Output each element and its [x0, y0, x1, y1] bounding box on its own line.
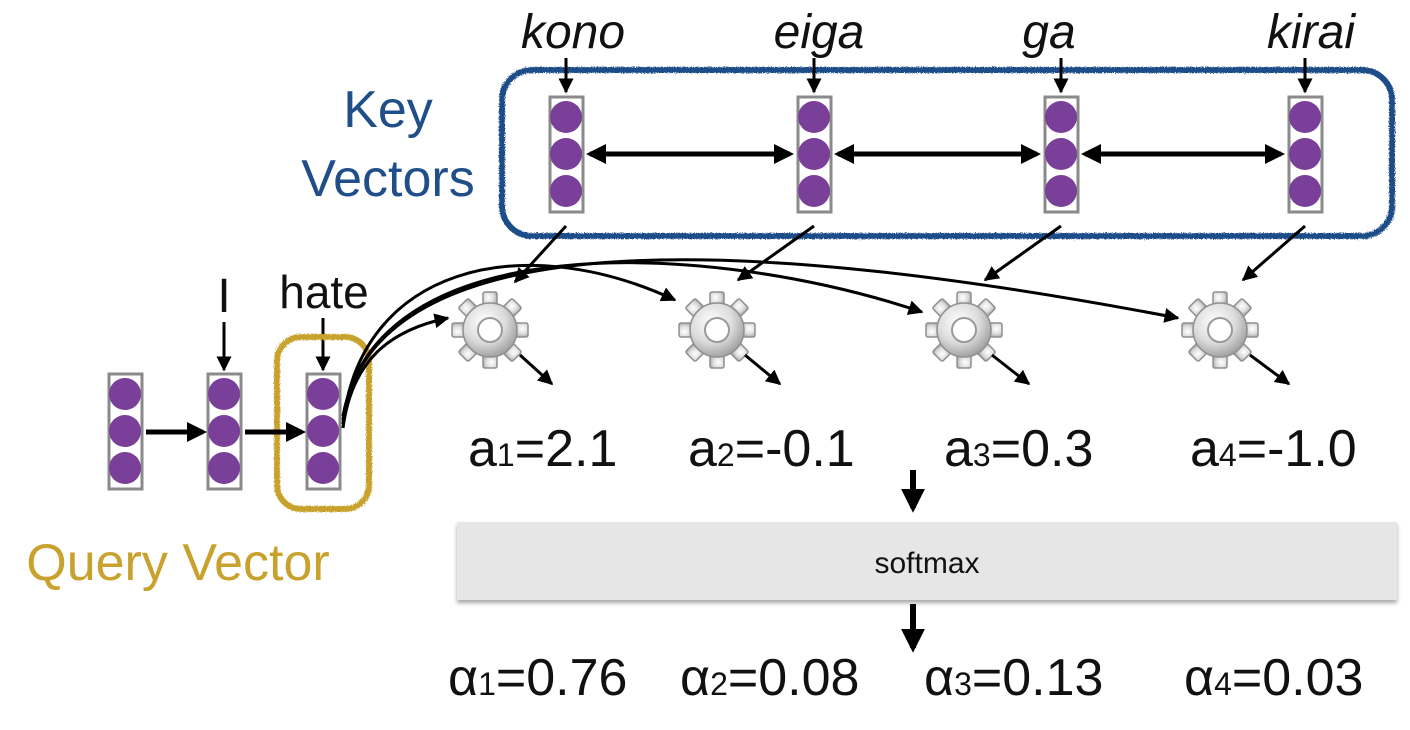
gear-to-score-arrow-4	[1249, 353, 1291, 386]
softmax-label: softmax	[874, 547, 979, 580]
gear-to-score-arrow-2	[744, 353, 782, 386]
query-word-hate: hate	[279, 266, 369, 318]
weight-alpha3: α3=0.13	[924, 649, 1103, 707]
key-vector-4	[1287, 95, 1324, 214]
key-vector-3	[1043, 95, 1080, 214]
query-to-gear-curve-2	[341, 263, 677, 425]
key-label-line2: Vectors	[301, 150, 474, 208]
query-to-gear-curve-4	[341, 258, 1180, 417]
key-word-eiga: eiga	[774, 6, 865, 59]
query-to-gear-curve-1	[341, 313, 450, 429]
gear-to-score-arrow-1	[518, 353, 554, 386]
query-word-i: I	[217, 270, 230, 323]
key-word-kono: kono	[521, 6, 625, 59]
gear-icon	[1181, 291, 1259, 369]
weight-alpha2: α2=0.08	[680, 649, 859, 707]
softmax-box	[457, 522, 1397, 600]
weight-alpha4: α4=0.03	[1184, 649, 1363, 707]
gear-icon	[925, 291, 1003, 369]
score-a3: a3=0.3	[944, 420, 1093, 478]
score-a1: a1=2.1	[468, 420, 617, 478]
encoder-vector-1	[107, 372, 144, 491]
key-word-kirai: kirai	[1267, 6, 1356, 59]
query-label: Query Vector	[26, 534, 329, 592]
key-vectors-box	[499, 67, 1395, 239]
query-highlight-box	[274, 334, 372, 512]
query-vector	[305, 372, 342, 491]
gear-to-score-arrow-3	[991, 353, 1031, 386]
key-vector-2	[796, 95, 833, 214]
score-a2: a2=-0.1	[688, 420, 855, 478]
encoder-vector-2	[206, 372, 243, 491]
key-to-gear-arrow-3	[983, 224, 1062, 282]
query-to-gear-curve-3	[341, 261, 924, 421]
score-a4: a4=-1.0	[1190, 420, 1357, 478]
gear-icon	[678, 291, 756, 369]
key-word-ga: ga	[1022, 6, 1075, 59]
key-label-line1: Key	[343, 81, 433, 139]
key-to-gear-arrow-4	[1241, 224, 1306, 282]
key-vector-1	[548, 95, 585, 214]
weight-alpha1: α1=0.76	[448, 649, 627, 707]
gear-icon	[451, 291, 529, 369]
